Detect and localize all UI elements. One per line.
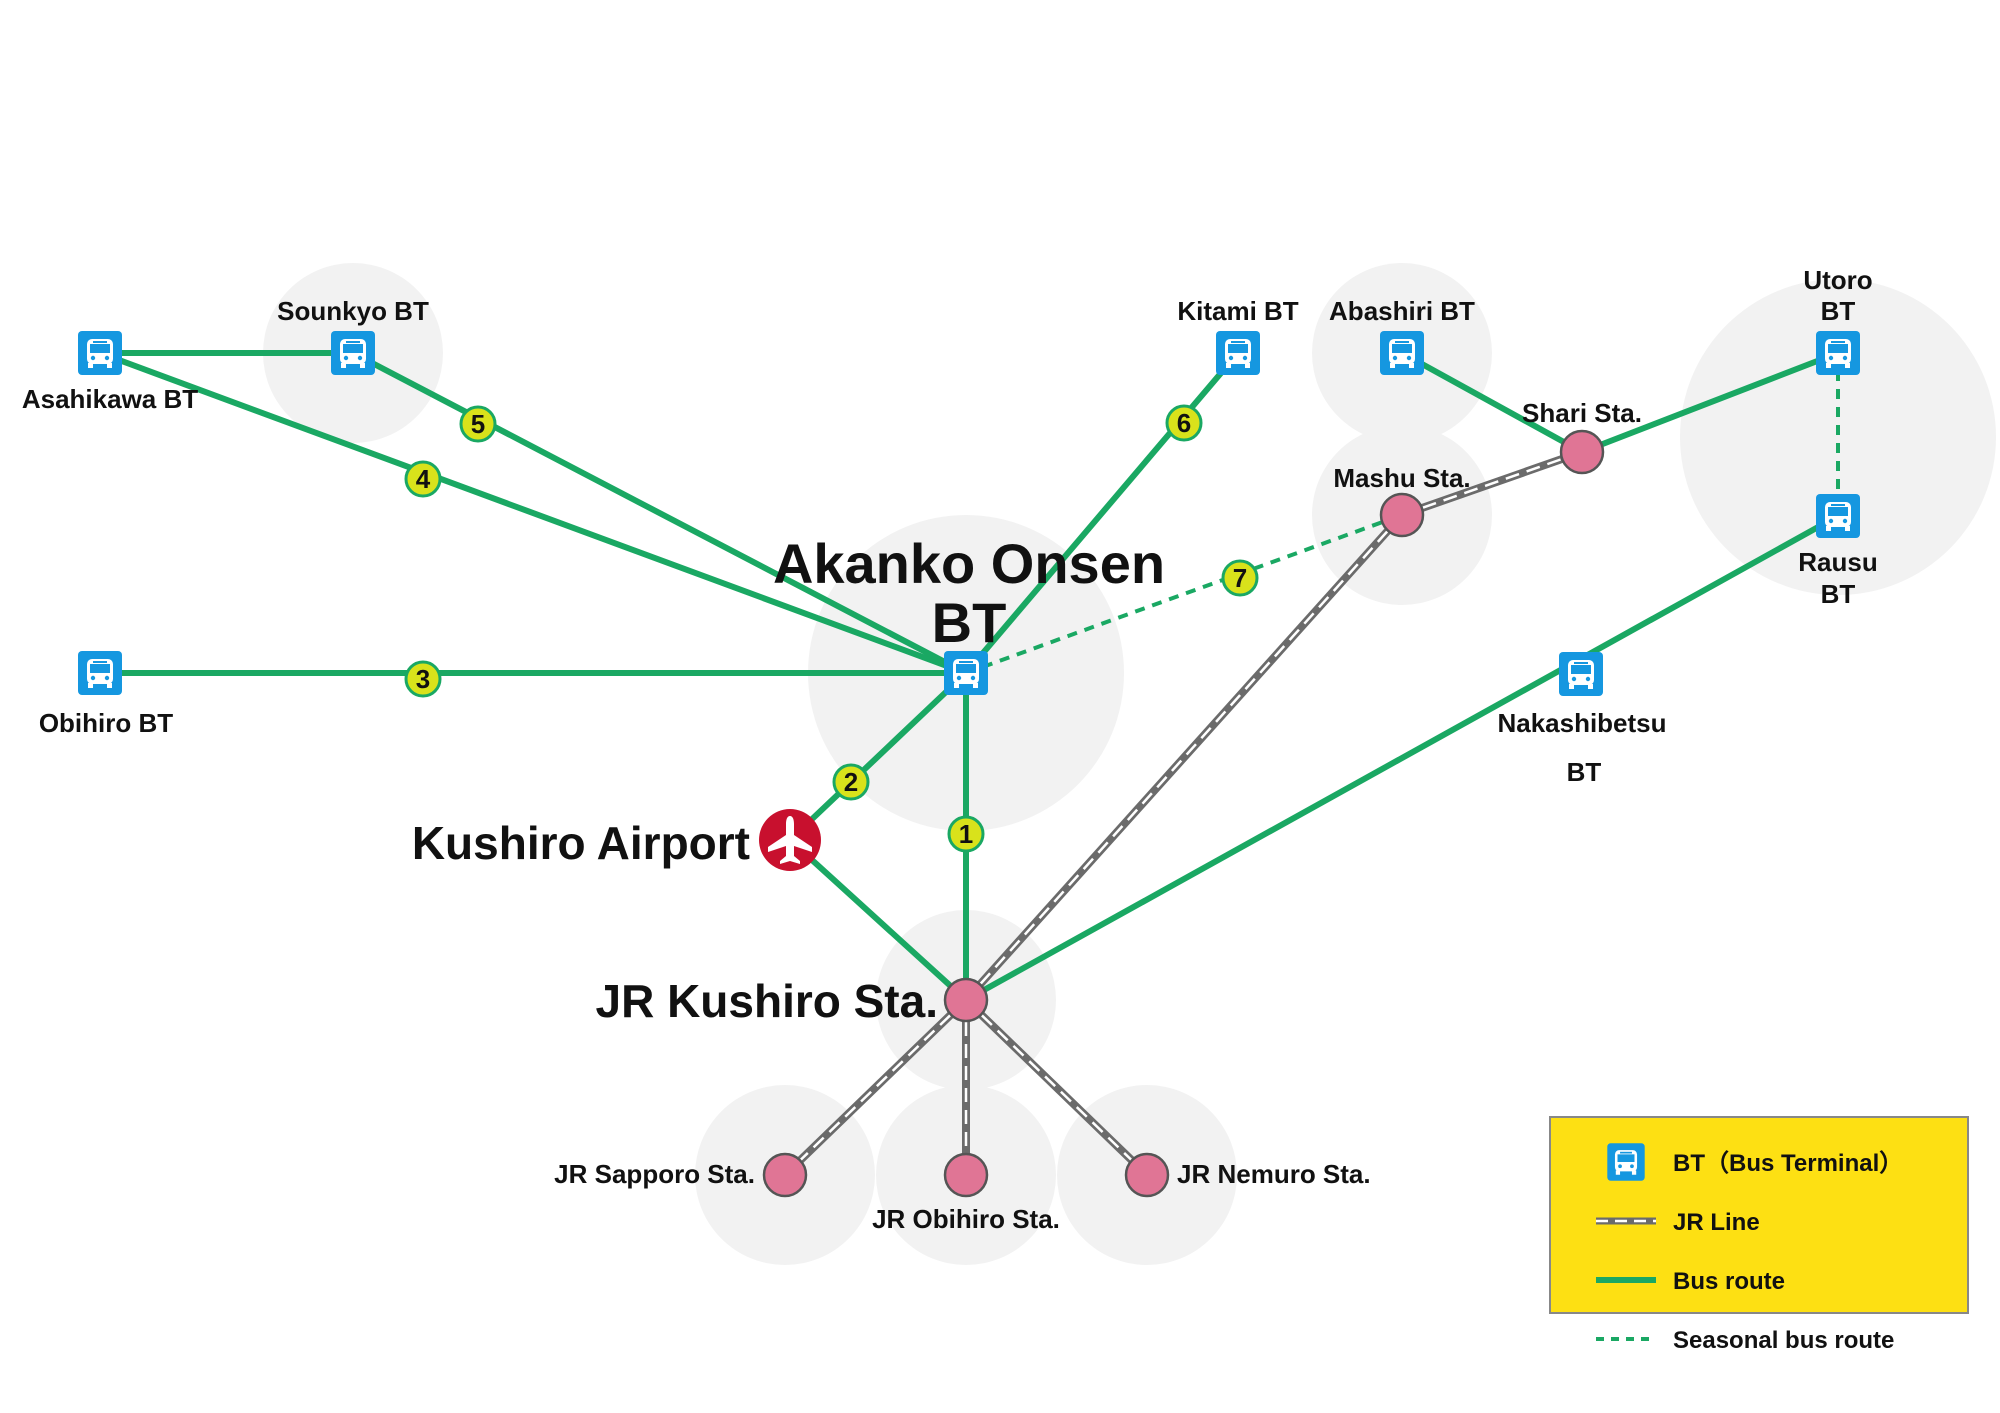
label-akanko-line2: BT [932,591,1007,654]
route-badge-2: 2 [832,763,870,801]
label-nakashibetsu-line1: Nakashibetsu [1497,708,1666,738]
seasonal-routes [965,353,1840,675]
route-badge-1: 1 [947,815,985,853]
label-shari-sta: Shari Sta. [1522,398,1642,428]
bus-icon[interactable] [1559,652,1603,696]
bus-icon[interactable] [1380,331,1424,375]
stations [762,429,1605,1198]
bus-route-shari-utoro [1579,350,1841,455]
bus-routes [97,350,1841,1003]
bus-route-6 [963,350,1241,676]
bus-icon[interactable] [331,331,375,375]
route-badge-7: 7 [1221,559,1259,597]
legend-label-seasonal-route: Seasonal bus route [1673,1327,1894,1354]
station-dot-icon[interactable] [1124,1152,1170,1198]
label-akanko-line1: Akanko Onsen [773,532,1165,595]
label-abashiri-bt: Abashiri BT [1329,296,1475,326]
label-utoro-line2: BT [1821,296,1856,326]
svg-text:5: 5 [471,409,485,439]
legend-label-bus-route: Bus route [1673,1268,1785,1295]
station-dot-icon[interactable] [943,1152,989,1198]
label-jr-kushiro-sta: JR Kushiro Sta. [595,975,938,1027]
svg-text:7: 7 [1233,563,1247,593]
legend-label-jr-line: JR Line [1673,1209,1760,1236]
svg-text:3: 3 [416,664,430,694]
bus-route-5 [350,350,969,676]
labels: Asahikawa BT Sounkyo BT Kitami BT Abashi… [22,265,1878,1234]
bus-route-abashiri-shari [1399,350,1585,455]
label-jr-obihiro-sta: JR Obihiro Sta. [872,1204,1060,1234]
route-badge-6: 6 [1165,404,1203,442]
svg-text:1: 1 [959,819,973,849]
label-rausu-line2: BT [1821,579,1856,609]
jr-line-kushiro-mashu [963,512,1405,1003]
seasonal-route-7 [965,513,1403,675]
station-dot-icon[interactable] [1379,492,1425,538]
legend: BT（Bus Terminal） JR Line Bus route Seaso… [1549,1116,1969,1354]
label-kushiro-airport: Kushiro Airport [412,817,750,869]
bus-route-4 [97,350,969,676]
station-dot-icon[interactable] [943,977,989,1023]
legend-label-bus-terminal: BT（Bus Terminal） [1673,1150,1903,1177]
bus-icon [1607,1143,1645,1181]
jr-line-mashu-shari [1400,448,1584,519]
label-nakashibetsu-line2: BT [1567,757,1602,787]
route-badge-4: 4 [404,460,442,498]
bus-route-airport-kushiro [787,837,969,1003]
halos [263,263,1996,1265]
svg-text:6: 6 [1177,408,1191,438]
jr-line-kushiro-sapporo [782,997,969,1178]
bus-icon[interactable] [1816,494,1860,538]
route-badge-5: 5 [459,405,497,443]
label-obihiro-bt: Obihiro BT [39,708,173,738]
svg-text:4: 4 [416,464,431,494]
route-badge-3: 3 [404,660,442,698]
halo-shiretoko [1680,279,1996,595]
bus-icon[interactable] [1216,331,1260,375]
label-jr-nemuro-sta: JR Nemuro Sta. [1177,1159,1371,1189]
label-mashu-sta: Mashu Sta. [1333,463,1470,493]
bus-route-rausu-kushiro [963,513,1841,1003]
svg-text:2: 2 [844,767,858,797]
bus-route-2 [787,670,969,843]
route-badges: 1 2 3 4 5 6 7 [404,404,1259,853]
label-utoro-line1: Utoro [1803,265,1872,295]
bus-icon[interactable] [1816,331,1860,375]
station-dot-icon[interactable] [1559,429,1605,475]
label-kitami-bt: Kitami BT [1177,296,1298,326]
jr-lines [782,448,1584,1178]
jr-line-kushiro-nemuro [963,997,1150,1178]
bus-icon[interactable] [78,331,122,375]
station-dot-icon[interactable] [762,1152,808,1198]
label-jr-sapporo-sta: JR Sapporo Sta. [554,1159,755,1189]
bus-icon[interactable] [944,651,988,695]
label-rausu-line1: Rausu [1798,547,1877,577]
label-asahikawa-bt: Asahikawa BT [22,384,198,414]
label-sounkyo-bt: Sounkyo BT [277,296,429,326]
bus-icon[interactable] [78,651,122,695]
airplane-icon[interactable] [759,809,821,871]
